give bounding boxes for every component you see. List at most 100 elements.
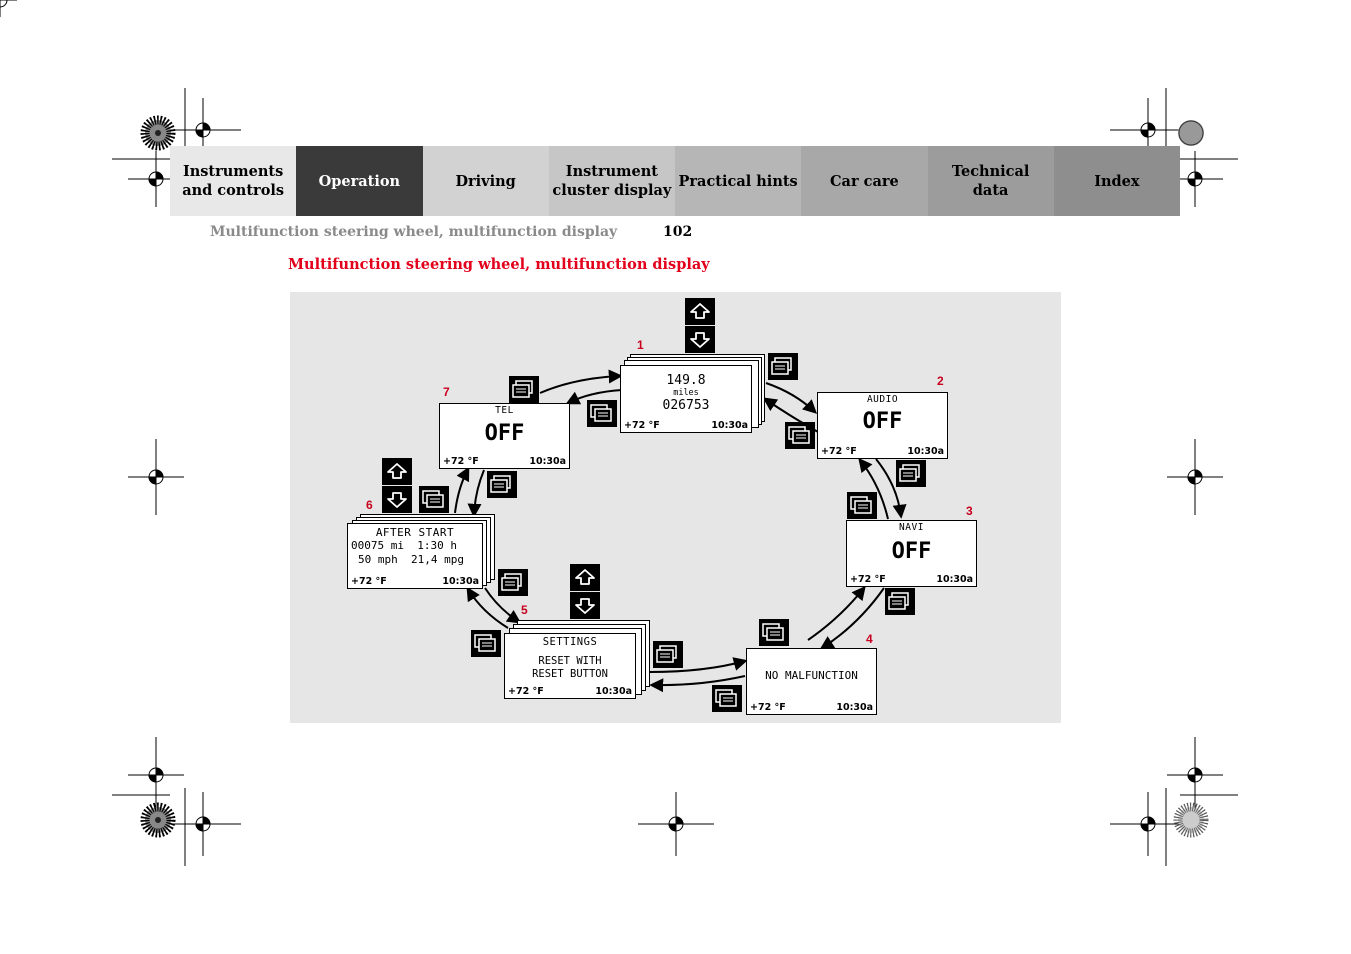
page-back-icon	[715, 689, 737, 707]
after-start-distance-time: 00075 mi 1:30 h	[351, 539, 457, 552]
page-forward-icon	[899, 464, 920, 482]
page-back-icon	[422, 490, 444, 508]
arrow-up-button[interactable]	[570, 564, 600, 591]
page-forward-icon	[512, 380, 533, 398]
trip-unit: miles	[673, 388, 699, 398]
malfunction-status: NO MALFUNCTION	[765, 669, 858, 682]
arrow-up-button[interactable]	[685, 298, 715, 325]
outside-temperature: +72 °F	[850, 574, 886, 585]
display-navi: NAVI OFF +72 °F 10:30a	[846, 520, 977, 587]
display-title: AFTER START	[375, 526, 455, 539]
step-number: 1	[637, 338, 644, 352]
outside-temperature: +72 °F	[351, 576, 387, 587]
display-title: TEL	[495, 405, 514, 416]
step-number: 5	[521, 603, 528, 617]
trip-distance: 149.8	[666, 373, 706, 388]
page-back-button[interactable]	[419, 486, 449, 513]
odometer-value: 026753	[662, 398, 710, 413]
tab-label: Index	[1094, 172, 1140, 190]
tab-technical-data[interactable]: Technical data	[927, 146, 1054, 216]
tab-instruments-and-controls[interactable]: Instruments and controls	[170, 146, 297, 216]
page-forward-button[interactable]	[509, 376, 539, 403]
clock: 10:30a	[711, 420, 748, 431]
display-title: AUDIO	[866, 394, 899, 405]
page-back-button[interactable]	[471, 630, 501, 657]
settings-line-1: RESET WITH	[538, 655, 602, 667]
page-back-button[interactable]	[712, 685, 742, 712]
page-forward-button[interactable]	[885, 588, 915, 615]
step-number: 2	[937, 374, 944, 388]
page-forward-button[interactable]	[653, 641, 683, 668]
tab-practical-hints[interactable]: Practical hints	[675, 146, 802, 216]
arrow-down-button[interactable]	[685, 326, 715, 353]
tab-index[interactable]: Index	[1053, 146, 1180, 216]
clock: 10:30a	[836, 702, 873, 713]
page-forward-icon	[656, 645, 677, 663]
clock: 10:30a	[907, 446, 944, 457]
outside-temperature: +72 °F	[821, 446, 857, 457]
tab-driving[interactable]: Driving	[422, 146, 549, 216]
step-number: 3	[966, 504, 973, 518]
tab-label: Operation	[318, 172, 401, 190]
display-value: OFF	[484, 421, 525, 446]
page-forward-icon	[888, 592, 909, 610]
arrow-up-icon	[690, 303, 710, 319]
tab-instrument-cluster-display[interactable]: Instrument cluster display	[548, 146, 675, 216]
page-back-icon	[474, 634, 496, 652]
display-tel: TEL OFF +72 °F 10:30a	[439, 403, 570, 469]
arrow-down-icon	[387, 492, 407, 508]
page-back-button[interactable]	[785, 422, 815, 449]
clock: 10:30a	[529, 456, 566, 467]
display-trip-odometer: 149.8 miles 026753 +72 °F 10:30a	[620, 365, 752, 433]
display-value: OFF	[862, 409, 903, 434]
clock: 10:30a	[442, 576, 479, 587]
page-back-button[interactable]	[847, 492, 877, 519]
page-forward-icon	[501, 573, 522, 591]
after-start-speed-consumption: 50 mph 21,4 mpg	[358, 553, 464, 566]
section-title: Multifunction steering wheel, multifunct…	[288, 256, 710, 273]
arrow-down-icon	[575, 598, 595, 614]
arrow-down-icon	[690, 332, 710, 348]
step-number: 4	[866, 632, 873, 646]
display-after-start: AFTER START 00075 mi 1:30 h 50 mph 21,4 …	[347, 523, 483, 589]
page-back-icon	[788, 426, 810, 444]
tab-car-care[interactable]: Car care	[801, 146, 928, 216]
display-value: OFF	[891, 539, 932, 564]
tab-label: Practical hints	[678, 172, 798, 190]
tab-label: Car care	[830, 172, 899, 190]
display-audio: AUDIO OFF +72 °F 10:30a	[817, 392, 948, 459]
page-forward-icon	[490, 475, 511, 493]
page-back-button[interactable]	[759, 619, 789, 646]
arrow-down-button[interactable]	[570, 592, 600, 619]
arrow-up-button[interactable]	[382, 458, 412, 485]
page-back-icon	[850, 496, 872, 514]
tab-operation[interactable]: Operation	[296, 146, 423, 216]
outside-temperature: +72 °F	[624, 420, 660, 431]
clock: 10:30a	[936, 574, 973, 585]
page-forward-button[interactable]	[498, 569, 528, 596]
arrow-up-icon	[575, 569, 595, 585]
page-back-icon	[590, 404, 612, 422]
page-back-button[interactable]	[587, 400, 617, 427]
outside-temperature: +72 °F	[750, 702, 786, 713]
page-back-icon	[762, 623, 784, 641]
page-forward-button[interactable]	[487, 471, 517, 498]
page-forward-button[interactable]	[896, 460, 926, 487]
outside-temperature: +72 °F	[508, 686, 544, 697]
arrow-down-button[interactable]	[382, 486, 412, 513]
clock: 10:30a	[595, 686, 632, 697]
page-number: 102	[663, 224, 693, 240]
display-title: SETTINGS	[542, 636, 598, 648]
step-number: 7	[443, 385, 450, 399]
display-settings: SETTINGS RESET WITH RESET BUTTON +72 °F …	[504, 633, 636, 699]
running-head: Multifunction steering wheel, multifunct…	[210, 224, 618, 240]
page-forward-button[interactable]	[768, 353, 798, 380]
arrow-up-icon	[387, 463, 407, 479]
tab-label: Instrument cluster display	[552, 163, 672, 199]
outside-temperature: +72 °F	[443, 456, 479, 467]
page-forward-icon	[771, 357, 792, 375]
tab-label: Driving	[455, 172, 516, 190]
display-title: NAVI	[899, 522, 924, 533]
